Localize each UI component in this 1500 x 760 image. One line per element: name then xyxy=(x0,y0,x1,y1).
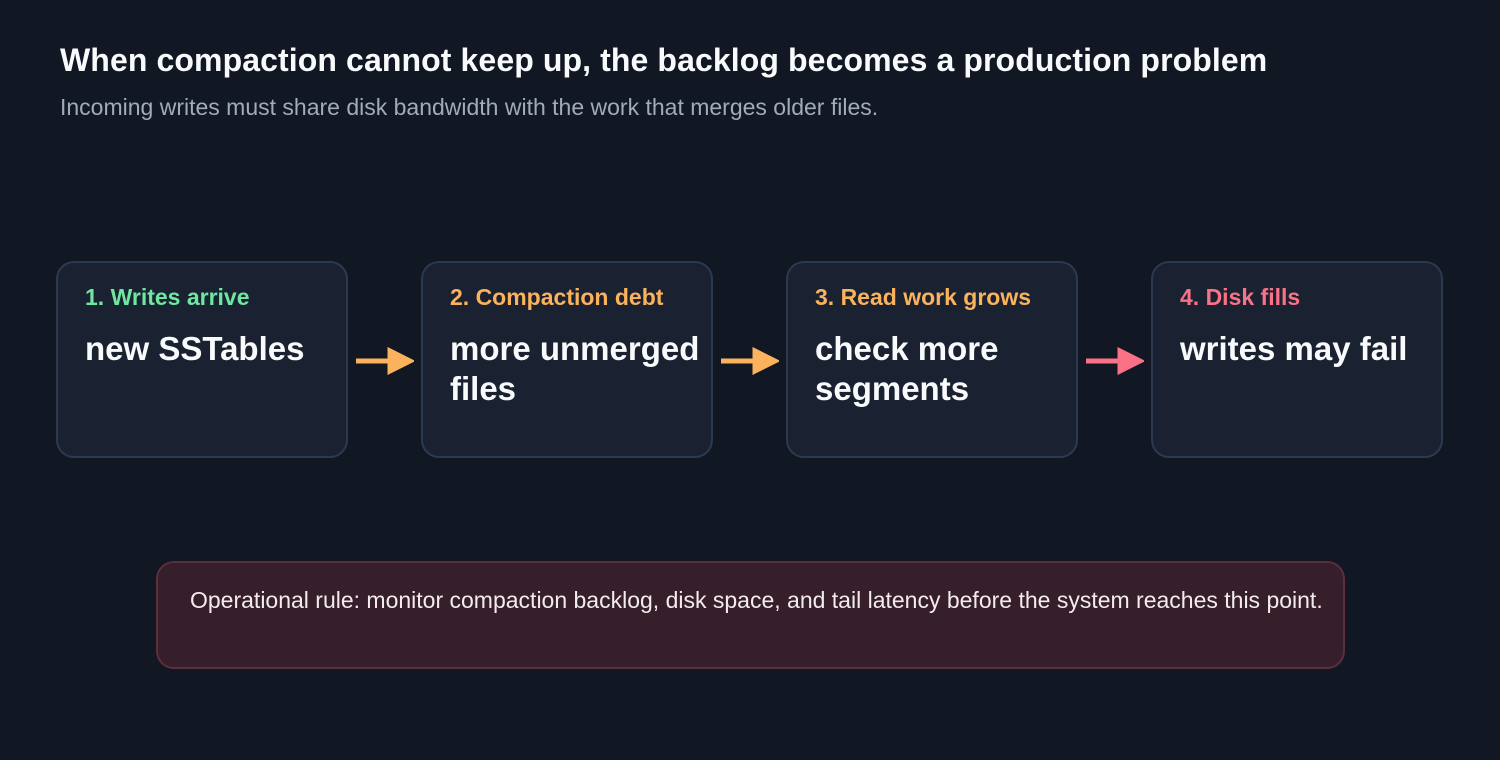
step-text: more unmerged files xyxy=(450,330,700,407)
step-text: check more segments xyxy=(815,330,999,407)
step-card-writes-arrive: 1. Writes arrive new SSTables xyxy=(56,261,348,458)
step-label: 2. Compaction debt xyxy=(450,284,664,310)
step-card-disk-fills: 4. Disk fills writes may fail xyxy=(1151,261,1443,458)
step-label: 3. Read work grows xyxy=(815,284,1032,310)
step-card-read-work-grows: 3. Read work grows check more segments xyxy=(786,261,1078,458)
step-label: 1. Writes arrive xyxy=(85,284,250,310)
page-subtitle: Incoming writes must share disk bandwidt… xyxy=(60,94,879,120)
page-title: When compaction cannot keep up, the back… xyxy=(60,42,1268,78)
arrow-right-icon xyxy=(721,347,779,375)
step-card-compaction-debt: 2. Compaction debt more unmerged files xyxy=(421,261,713,458)
arrow-right-icon xyxy=(1086,347,1144,375)
step-text: new SSTables xyxy=(85,330,305,367)
operational-rule-callout xyxy=(156,561,1345,669)
arrow-right-icon xyxy=(356,347,414,375)
step-label: 4. Disk fills xyxy=(1180,284,1301,310)
step-text: writes may fail xyxy=(1180,330,1408,367)
operational-rule-text: Operational rule: monitor compaction bac… xyxy=(190,587,1323,613)
